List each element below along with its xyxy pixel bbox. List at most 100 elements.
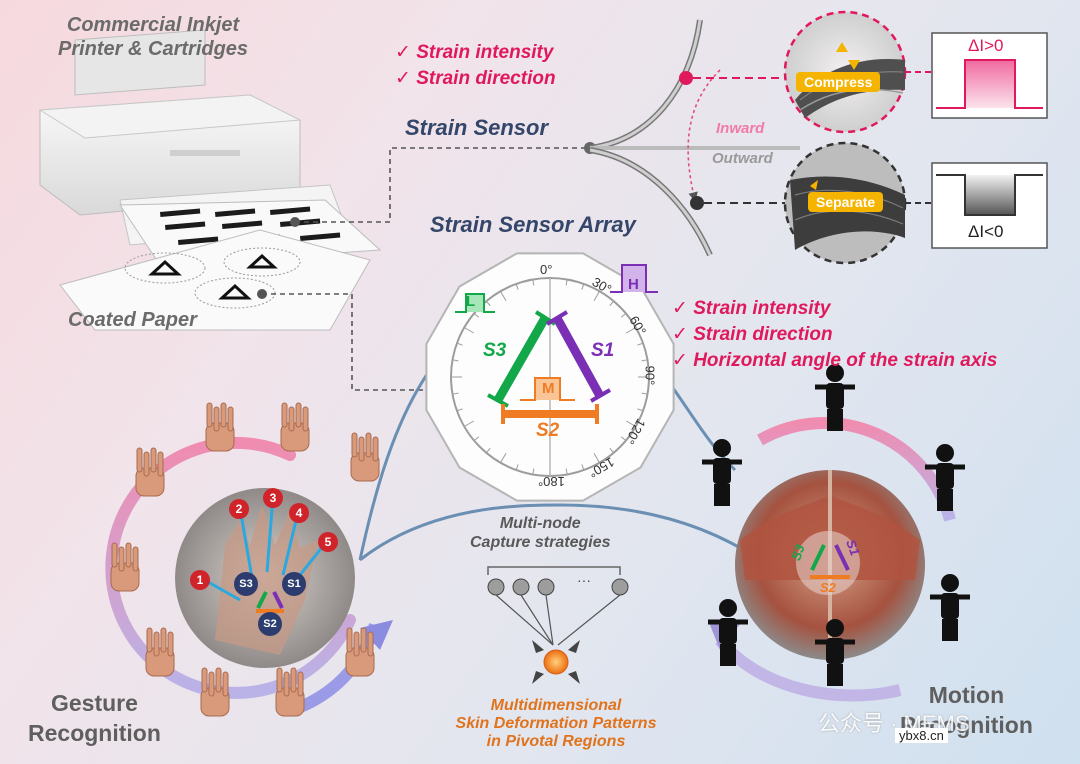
paper-label: Coated Paper: [68, 309, 197, 331]
signal-high-label: H: [628, 276, 639, 293]
dial-tick: [593, 452, 600, 463]
dial-tick: [456, 342, 463, 346]
gesture-hands: [110, 402, 380, 717]
outward-label: Outward: [712, 150, 773, 167]
dial-tick: [464, 327, 475, 334]
dial-tick: [515, 464, 519, 471]
check-icon: ✓: [395, 68, 411, 89]
finger-number-badge: 5: [318, 532, 338, 552]
hand-gesture-icon: [200, 667, 230, 717]
angle-0: 0°: [540, 262, 553, 277]
inward-label: Inward: [716, 120, 765, 137]
capture-network: [487, 566, 629, 684]
mid-signal-pulse: [520, 377, 575, 401]
gesture-label: Gesture Recognition: [28, 688, 161, 748]
dial-tick: [581, 464, 585, 471]
dial-tick: [500, 291, 507, 302]
label-s3: S3: [483, 340, 507, 361]
hand-gesture-icon: [145, 627, 175, 677]
dial-tick: [473, 312, 480, 318]
dial-tick: [485, 300, 491, 307]
label-s1: S1: [591, 340, 615, 361]
dial-tick: [609, 447, 615, 454]
dial-tick: [641, 359, 648, 362]
dial-tick: [641, 392, 648, 395]
compress-label: Compress: [796, 72, 881, 92]
back-label-s2: S2: [820, 580, 836, 595]
label-s2: S2: [536, 420, 560, 441]
strain-sensor-title: Strain Sensor: [405, 115, 549, 140]
array-check-intensity: Strain intensity: [693, 298, 831, 319]
signal-low-label: L: [466, 293, 476, 310]
gesture-label-line1: Gesture: [50, 690, 138, 716]
dial-tick: [473, 436, 480, 442]
printer-label-line2: Printer & Cartridges: [58, 38, 249, 60]
motion-label-line1: Motion: [928, 682, 1005, 708]
check-icon: ✓: [395, 42, 411, 63]
angle-90: 90°: [642, 365, 658, 386]
hand-badge-s3: S3: [234, 572, 258, 596]
positive-signal-box: [931, 32, 1048, 119]
dial-tick: [452, 392, 459, 395]
capture-label: Multi-node Capture strategies: [470, 514, 611, 552]
separate-label: Separate: [808, 192, 884, 212]
dial-tick: [581, 283, 585, 290]
hand-badge-s2: S2: [258, 612, 282, 636]
hand-badge-s1: S1: [282, 572, 306, 596]
finger-number-badge: 2: [229, 499, 249, 519]
low-signal-pulse: [455, 293, 495, 313]
dial-tick: [625, 327, 636, 334]
dial-tick: [565, 468, 568, 475]
check-icon: ✓: [672, 350, 688, 371]
multidim-label-line2: Skin Deformation Patterns: [455, 715, 657, 732]
capture-label-line1: Multi-node: [499, 515, 581, 532]
check-icon: ✓: [672, 298, 688, 319]
sensor-check-direction: Strain direction: [416, 68, 556, 89]
sensor-check-intensity: Strain intensity: [416, 42, 554, 63]
dashed-connectors: [262, 147, 590, 391]
printer-label: Commercial Inkjet Printer & Cartridges: [58, 13, 248, 61]
dial-tick: [452, 359, 459, 362]
high-signal-pulse: [610, 264, 658, 293]
capture-ellipsis: ···: [577, 572, 591, 588]
dial-tick: [620, 436, 627, 442]
hand-gesture-icon: [135, 447, 165, 497]
array-checks: ✓ Strain intensity ✓ Strain direction ✓ …: [672, 296, 997, 374]
person-silhouette: [702, 439, 742, 506]
hand-gesture-icon: [275, 667, 305, 717]
dial-tick: [500, 452, 507, 463]
motion-silhouettes: [702, 364, 970, 686]
person-silhouette: [815, 364, 855, 431]
hand-gesture-icon: [110, 542, 140, 592]
person-silhouette: [815, 619, 855, 686]
multidim-label: Multidimensional Skin Deformation Patter…: [428, 697, 684, 751]
dial-tick: [532, 468, 535, 475]
person-silhouette: [930, 574, 970, 641]
finger-number-badge: 1: [190, 570, 210, 590]
dial-tick: [464, 420, 475, 427]
sensor-s1-bar: [553, 315, 604, 399]
dial-tick: [593, 291, 600, 302]
dial-tick: [515, 283, 519, 290]
hand-gesture-icon: [345, 627, 375, 677]
hand-gesture-icon: [280, 402, 310, 452]
person-silhouette: [708, 599, 748, 666]
printer-label-line1: Commercial Inkjet: [66, 14, 240, 36]
dial-tick: [532, 279, 535, 286]
dial-tick: [485, 447, 491, 454]
capture-label-line2: Capture strategies: [470, 534, 611, 551]
hand-gesture-icon: [350, 432, 380, 482]
hand-gesture-icon: [205, 402, 235, 452]
triangle-sensors: [455, 264, 658, 424]
array-check-angle: Horizontal angle of the strain axis: [693, 350, 998, 371]
multidim-label-line3: in Pivotal Regions: [486, 733, 626, 750]
check-icon: ✓: [672, 324, 688, 345]
sensor-checks: ✓ Strain intensity ✓ Strain direction: [395, 40, 556, 92]
dial-tick: [637, 408, 644, 412]
angle-180: 180°: [538, 474, 565, 489]
strain-array-title: Strain Sensor Array: [430, 212, 636, 237]
dial-tick: [456, 408, 463, 412]
dial-tick: [620, 312, 627, 318]
dial-tick: [625, 420, 636, 427]
